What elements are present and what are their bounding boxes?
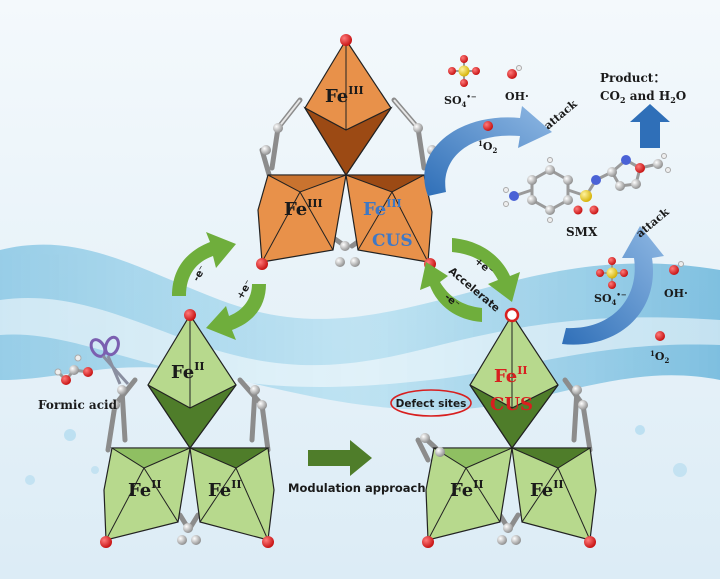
fe3-cluster: FeIII FeIII FeIII CUS (256, 34, 439, 270)
fe2-left-apex-label: FeII (171, 360, 205, 383)
vacant-oxygen-site (504, 307, 520, 323)
singlet-right-label: 1O2 (650, 349, 669, 365)
redox-arrows-right (420, 238, 520, 322)
defect-sites-label: Defect sites (396, 398, 467, 410)
minus-e-arrow-left (172, 232, 236, 296)
hydroxyl-radical-right (669, 261, 684, 275)
fe2-right-apex-label: FeII (494, 364, 528, 387)
fe2-cluster-left: FeII FeII FeII (100, 309, 275, 548)
oxygen-atom (340, 34, 352, 46)
singlet-oxygen-right (655, 331, 665, 341)
scissors-icon (89, 335, 130, 385)
sulfate-top-label: SO4•− (444, 92, 477, 109)
formic-acid-molecule (54, 354, 93, 385)
formic-acid-label: Formic acid (38, 398, 118, 412)
fe2-right-right-label: FeII (530, 478, 564, 501)
hydroxyl-radical-top (507, 65, 522, 79)
sulfate-radical-top (448, 55, 480, 87)
oxygen-atom (256, 258, 268, 270)
hydroxyl-top-label: OH· (505, 90, 529, 103)
minus-e-arrow-right (420, 262, 482, 322)
modulation-arrow: Modulation approach (288, 440, 426, 495)
product-title: Product： (600, 71, 665, 85)
smx-molecule (503, 153, 671, 223)
plus-e-arrow-right (452, 238, 520, 302)
fe3-apex-label: FeIII (325, 84, 364, 107)
attack-arrow-right (562, 226, 664, 345)
defect-sites-callout: Defect sites (390, 389, 472, 417)
hydroxyl-right-label: OH· (664, 287, 688, 300)
redox-arrows-left (172, 232, 266, 340)
sulfate-radical-right (596, 257, 628, 289)
fe3-cus-label: CUS (372, 231, 413, 251)
fe3-left-label: FeIII (284, 197, 323, 220)
sulfate-right-label: SO4•− (594, 290, 627, 307)
fe3-right-label: FeIII (363, 197, 402, 220)
attack-arrow-top (424, 106, 552, 196)
smx-label: SMX (566, 225, 598, 239)
fe2-left-left-label: FeII (128, 478, 162, 501)
modulation-label: Modulation approach (288, 481, 426, 495)
fe2-right-cus-label: CUS (490, 394, 533, 415)
fe2-left-right-label: FeII (208, 478, 242, 501)
fe2-cluster-right: FeII CUS FeII FeII (415, 307, 597, 548)
singlet-oxygen-top (483, 121, 493, 131)
product-arrow (630, 104, 670, 148)
fe2-right-left-label: FeII (450, 478, 484, 501)
product-formula: CO2 and H2O (600, 89, 686, 105)
singlet-top-label: 1O2 (478, 139, 497, 155)
plus-e-arrow-left (206, 284, 266, 340)
